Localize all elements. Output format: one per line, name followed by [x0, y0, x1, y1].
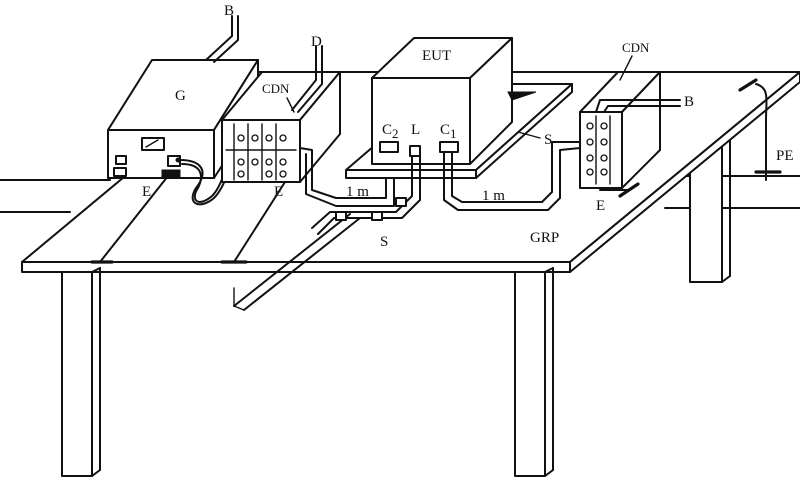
label-e-cdn-left: E [274, 184, 283, 200]
label-pe: PE [776, 148, 794, 164]
cable-s-bottom [233, 213, 361, 311]
label-d: D [311, 34, 322, 50]
cable-1m-right [443, 141, 581, 211]
label-c2-sub: 2 [392, 126, 399, 141]
pe-conductor [754, 83, 782, 181]
label-g: G [175, 88, 186, 104]
label-b-top: B [224, 3, 234, 19]
cable-b-right [595, 99, 681, 113]
label-c1-sub: 1 [450, 126, 457, 141]
table-front-legs [61, 267, 554, 477]
cable-b-top [205, 15, 239, 63]
label-cdn-left: CDN [262, 81, 290, 96]
cable-d [291, 45, 323, 113]
label-b-right: B [684, 94, 694, 110]
label-s-right: S [544, 132, 552, 148]
cable-l [311, 155, 421, 235]
label-s-bottom: S [380, 234, 388, 250]
earth-straps [99, 175, 628, 263]
eut-box [371, 37, 537, 165]
label-cdn-right: CDN [622, 40, 650, 55]
cable-1m-left [299, 147, 395, 207]
label-l: L [411, 122, 420, 138]
leader-lines [286, 55, 633, 139]
label-grp: GRP [530, 230, 559, 246]
cdn-left [221, 71, 341, 183]
label-1m-right: 1 m [482, 188, 505, 204]
label-eut: EUT [422, 48, 451, 64]
label-1m-left: 1 m [346, 184, 369, 200]
label-c2: C [382, 122, 392, 138]
generator-g [107, 59, 259, 179]
diagram-labels: B G CDN D EUT CDN B C 2 L C 1 S S PE GRP… [142, 3, 794, 250]
label-c1: C [440, 122, 450, 138]
label-e-g: E [142, 184, 151, 200]
label-e-cdn-right: E [596, 198, 605, 214]
